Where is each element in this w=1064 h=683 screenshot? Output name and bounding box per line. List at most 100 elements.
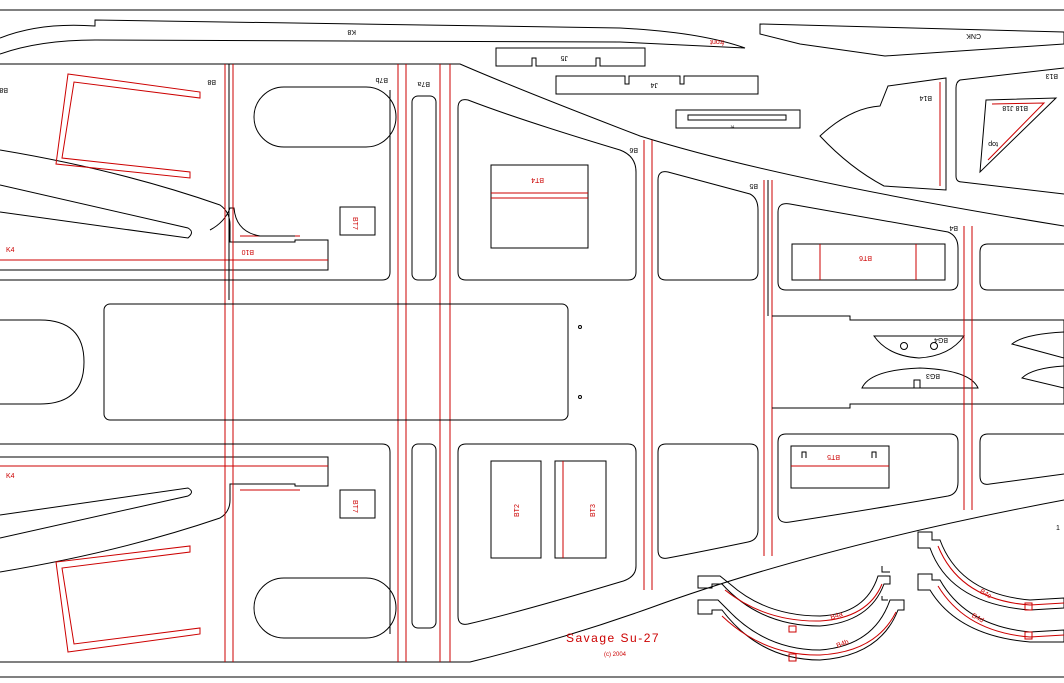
left-top-wedge-notch	[209, 207, 295, 237]
bt5-box	[790, 445, 890, 489]
b8-label: B8	[207, 78, 216, 85]
ring-segment-b	[697, 599, 905, 661]
slot-strip	[675, 109, 801, 129]
bt6-label: BT6	[859, 254, 872, 261]
bt7-bottom-label: BT7	[351, 500, 358, 513]
left-bottom-wedge-inner	[0, 487, 192, 539]
j5-part	[495, 47, 646, 67]
left-top-wedge-inner	[0, 184, 192, 239]
b4-lower-bay	[777, 433, 959, 523]
bt6-box	[791, 243, 946, 281]
upper-oval-cutout	[253, 86, 397, 148]
b8-bottom-frame	[55, 545, 201, 653]
left-top-wedge	[0, 149, 329, 271]
cnk-label: CNK	[966, 32, 981, 39]
lower-left-panel	[0, 443, 391, 634]
bt2-label: BT2	[514, 504, 521, 517]
b7b-label: B7b	[375, 76, 388, 83]
slot-strip-slot	[687, 114, 787, 121]
ring-segment-a	[697, 575, 891, 627]
edge-mark: 1	[1056, 525, 1060, 532]
b4-label: B4	[949, 224, 958, 231]
ring-c-tab	[1024, 602, 1033, 611]
left-bottom-wedge	[0, 456, 329, 573]
b13-label: B13	[1045, 72, 1058, 79]
slot-strip-label: J4	[730, 124, 735, 129]
b7a-label: B7a	[417, 80, 430, 87]
bg4-hole-1	[900, 342, 908, 350]
center-panel-hole-bottom	[578, 395, 582, 399]
j4-part	[555, 75, 759, 95]
b8-top-frame	[55, 73, 201, 179]
fuselage-top-edge	[0, 63, 1064, 227]
far-right-lower-bay	[979, 433, 1064, 485]
bg4-arc	[873, 335, 965, 359]
ring-segment-c	[917, 531, 1064, 611]
ring-a-tab	[788, 625, 797, 633]
b6-label: B6	[629, 146, 638, 153]
ring-segment-c-ref	[937, 545, 1064, 606]
center-panel-hole-top	[578, 325, 582, 329]
ring-segment-b-ref	[721, 611, 897, 656]
ring-a-label: B4a	[830, 611, 844, 622]
lower-oval-cutout	[253, 577, 397, 639]
upper-left-panel	[0, 90, 391, 281]
k4-bottom-label: K4	[6, 473, 15, 480]
ring-corner-mark-1	[881, 566, 890, 573]
bt3-box	[554, 460, 607, 559]
top-label: top	[988, 140, 998, 147]
bg-right-arc-top	[1010, 331, 1064, 359]
j4-label: J4	[651, 81, 659, 88]
ring-b-label: B4b	[836, 639, 850, 650]
bt7-top-label: BT7	[351, 217, 358, 230]
b5-label: B5	[749, 182, 758, 189]
ring-corner-mark-2	[881, 596, 888, 601]
k4-top-label: K4	[6, 247, 15, 254]
front-label: front	[710, 38, 724, 45]
k8-label: K8	[347, 28, 356, 35]
b18-label: B18 J18	[1002, 104, 1028, 111]
ring-segment-a-ref	[724, 583, 883, 622]
sheet-title: Savage Su-27	[566, 631, 660, 645]
bg4-hole-2	[930, 342, 938, 350]
bg-right-arc-bottom	[1021, 365, 1064, 389]
bt5-notch-1	[801, 451, 807, 458]
fuselage-bottom-edge	[0, 499, 1064, 663]
center-panel	[103, 303, 569, 421]
ring-segment-d	[917, 573, 1064, 643]
bt2-box	[490, 460, 542, 559]
b13-panel	[955, 67, 1064, 195]
b18-triangle	[979, 97, 1058, 174]
far-right-upper-bay	[979, 243, 1064, 291]
right-center-band	[772, 315, 1064, 409]
bg4-label: BG4	[934, 336, 948, 343]
sheet-copyright: (c) 2004	[604, 652, 627, 658]
ring-b-tab	[788, 653, 797, 662]
k8-strip	[0, 19, 746, 55]
bt4-box	[490, 164, 589, 249]
b14-nose-part	[819, 77, 947, 191]
bt7-bottom-box	[339, 489, 376, 519]
bg3-notch	[913, 379, 921, 388]
upper-narrow-slot	[411, 95, 437, 281]
ring-d-tab	[1024, 631, 1033, 640]
j5-label: J5	[561, 54, 569, 61]
b5-lower-bay	[657, 443, 759, 559]
lower-narrow-slot	[411, 443, 437, 629]
bt4-label: BT4	[531, 176, 544, 183]
bt5-label: BT5	[827, 453, 840, 460]
bg3-arc	[861, 367, 979, 389]
cnk-strip	[759, 23, 1064, 57]
ring-c-label: B4c	[978, 588, 992, 600]
bt7-top-box	[339, 206, 376, 236]
left-half-circle	[0, 319, 85, 405]
upper-panel-ghost	[0, 168, 390, 280]
bt3-label: BT3	[590, 504, 597, 517]
b4-upper-bay	[777, 203, 959, 291]
bt5-notch-2	[871, 451, 877, 458]
b10-label: B10	[241, 248, 254, 255]
bg3-label: BG3	[926, 372, 940, 379]
b14-label: B14	[919, 94, 932, 101]
